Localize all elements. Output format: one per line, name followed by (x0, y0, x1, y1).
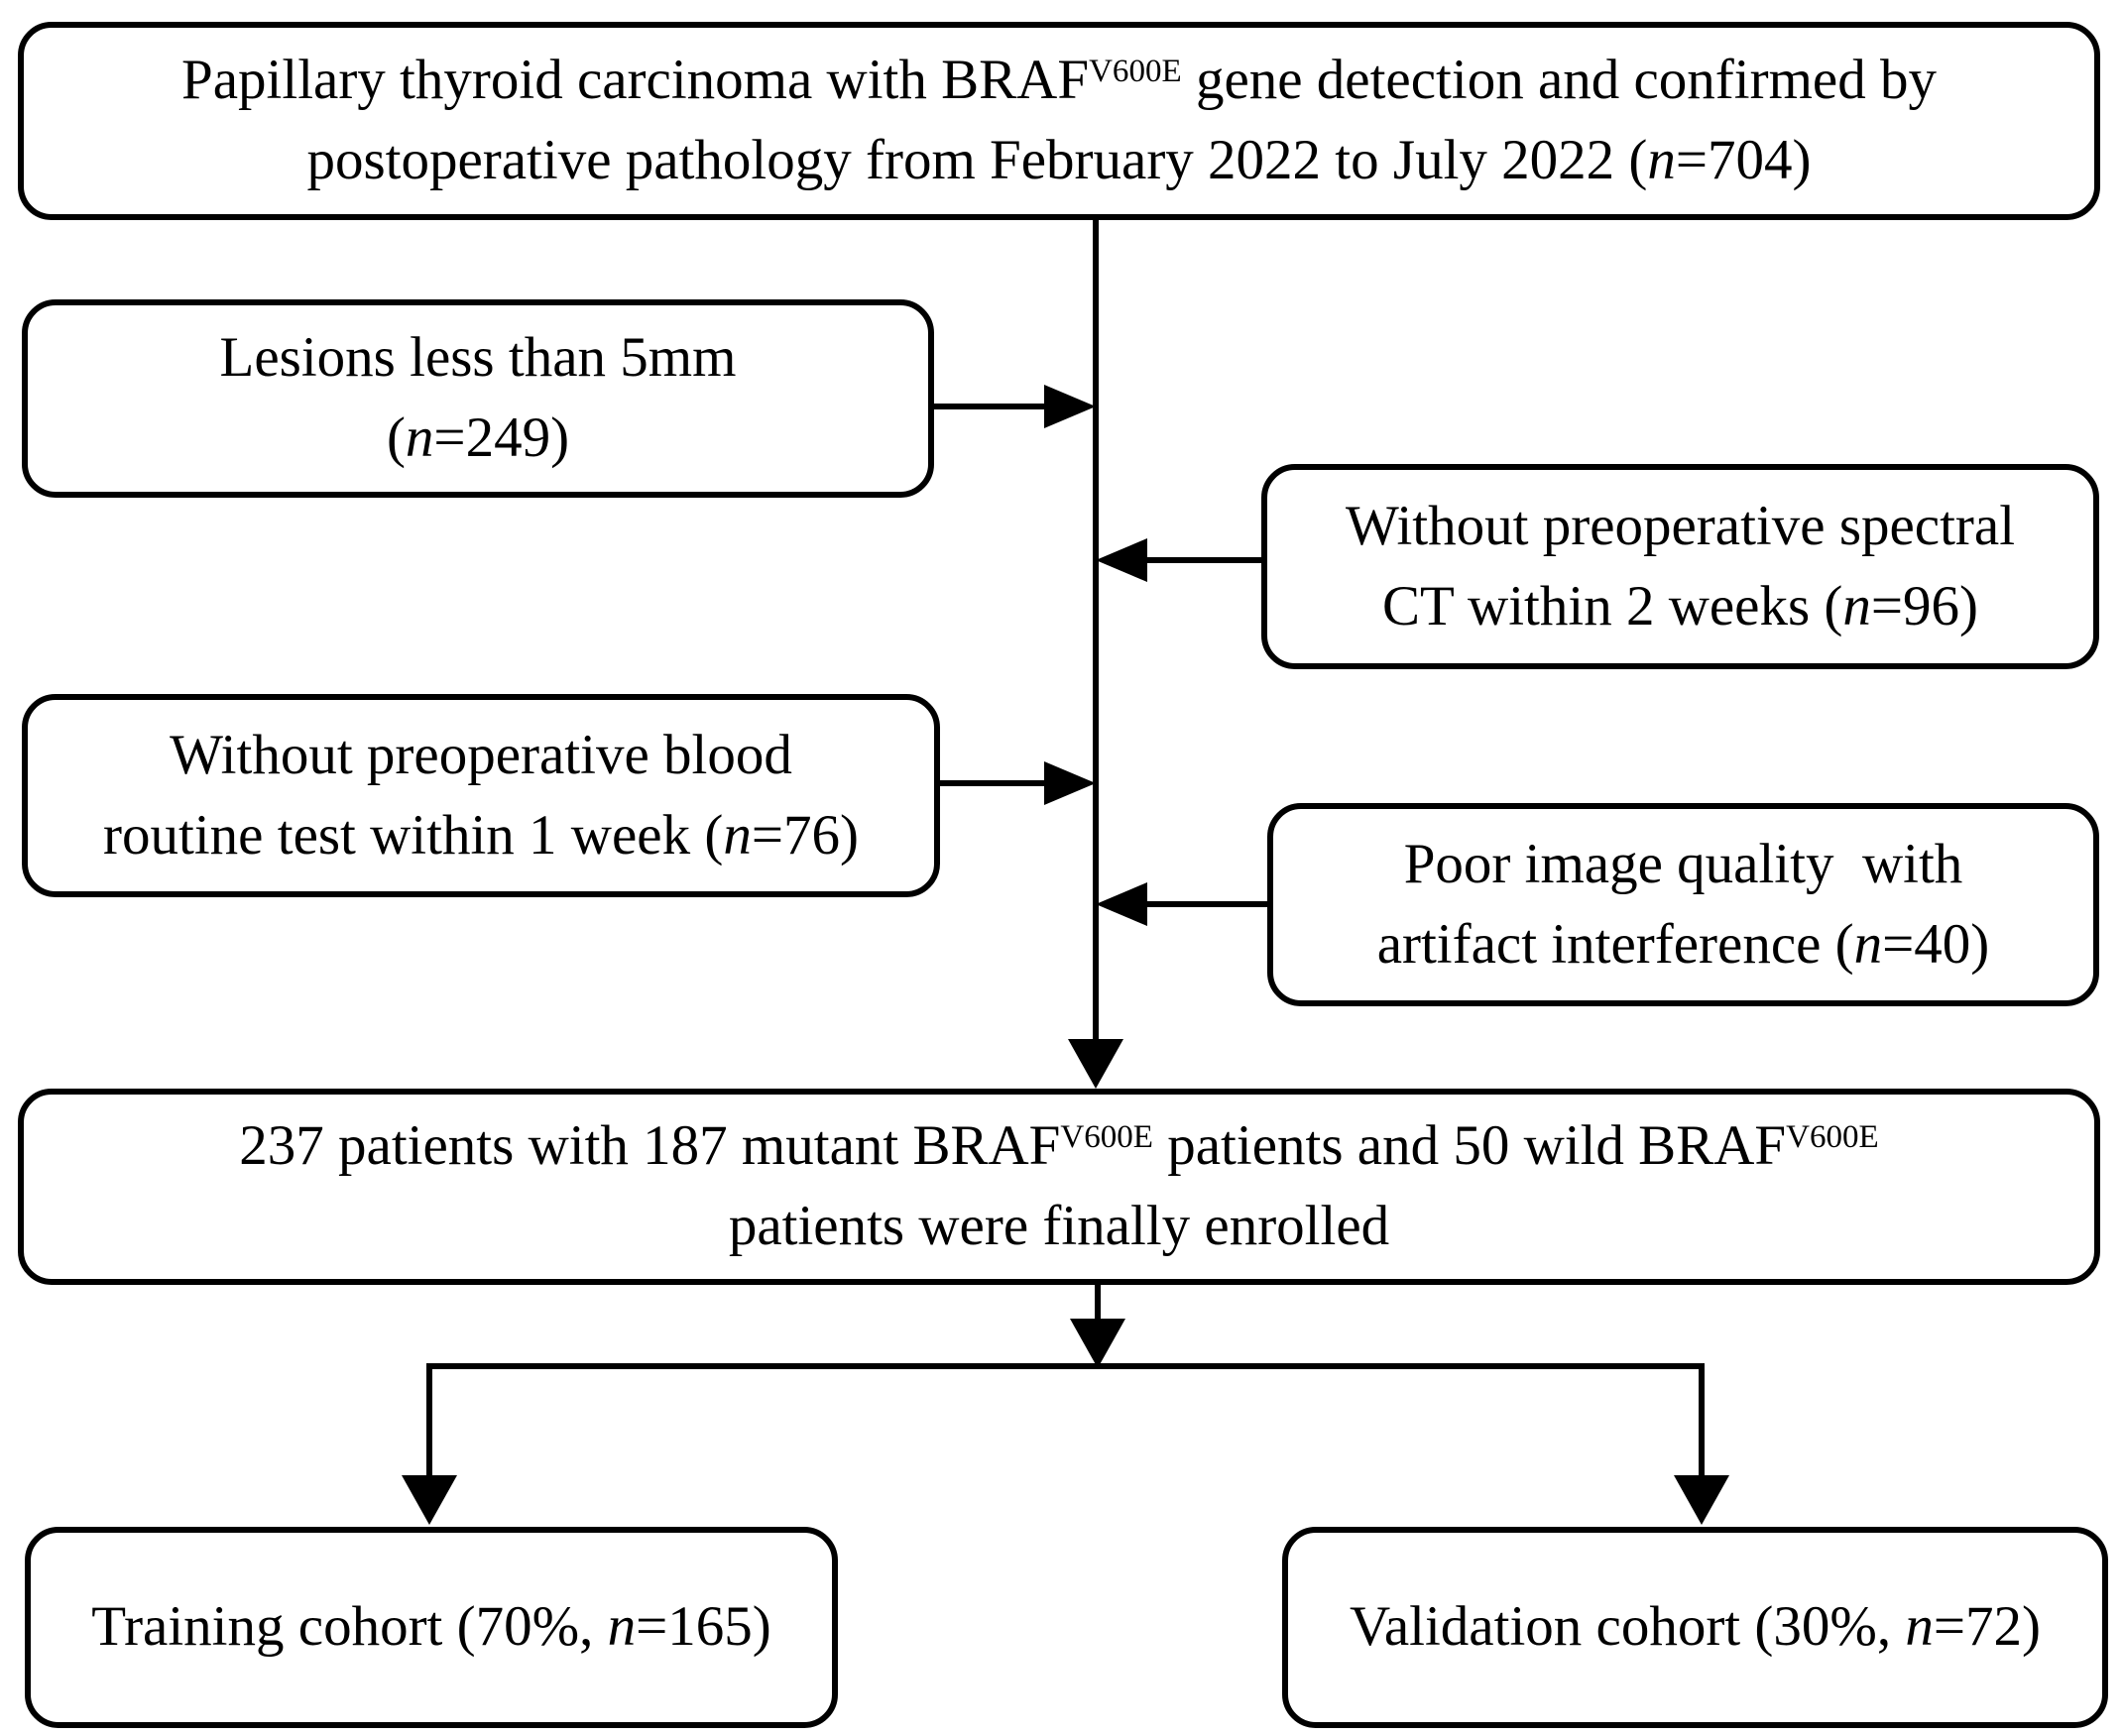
connector-validation-drop-line (1699, 1363, 1705, 1479)
spectral-ct-arrowhead-left-icon (1096, 538, 1147, 582)
connector-blood-routine-line (940, 780, 1047, 786)
connector-poor-quality-line (1146, 901, 1269, 907)
poor-quality-arrowhead-left-icon (1096, 882, 1147, 926)
box-training-cohort-text: Training cohort (70%, n=165) (91, 1595, 771, 1659)
connector-spectral-ct-line (1146, 557, 1263, 563)
connector-split-line (426, 1363, 1705, 1369)
box-ptc-source-text: Papillary thyroid carcinoma with BRAFV60… (181, 49, 1937, 191)
box-exclusion-lesions: Lesions less than 5mm(n=249) (22, 299, 934, 498)
validation-arrowhead-down-icon (1674, 1475, 1729, 1525)
box-ptc-source: Papillary thyroid carcinoma with BRAFV60… (18, 22, 2100, 220)
blood-routine-arrowhead-right-icon (1044, 761, 1096, 805)
connector-trunk-line (1093, 220, 1099, 1045)
trunk-arrowhead-down-icon (1068, 1039, 1123, 1089)
lesions-arrowhead-right-icon (1044, 385, 1096, 428)
enrolled-stem-arrowhead-down-icon (1070, 1319, 1125, 1368)
box-validation-cohort: Validation cohort (30%, n=72) (1282, 1527, 2108, 1728)
connector-enrolled-stem-line (1095, 1285, 1101, 1323)
box-exclusion-lesions-text: Lesions less than 5mm(n=249) (219, 326, 737, 469)
box-validation-cohort-text: Validation cohort (30%, n=72) (1349, 1595, 2041, 1659)
connector-lesions-line (934, 404, 1047, 409)
box-enrolled-text: 237 patients with 187 mutant BRAFV600E p… (239, 1114, 1879, 1257)
training-arrowhead-down-icon (402, 1475, 457, 1525)
box-training-cohort: Training cohort (70%, n=165) (25, 1527, 838, 1728)
box-enrolled: 237 patients with 187 mutant BRAFV600E p… (18, 1089, 2100, 1285)
connector-training-drop-line (426, 1363, 432, 1479)
